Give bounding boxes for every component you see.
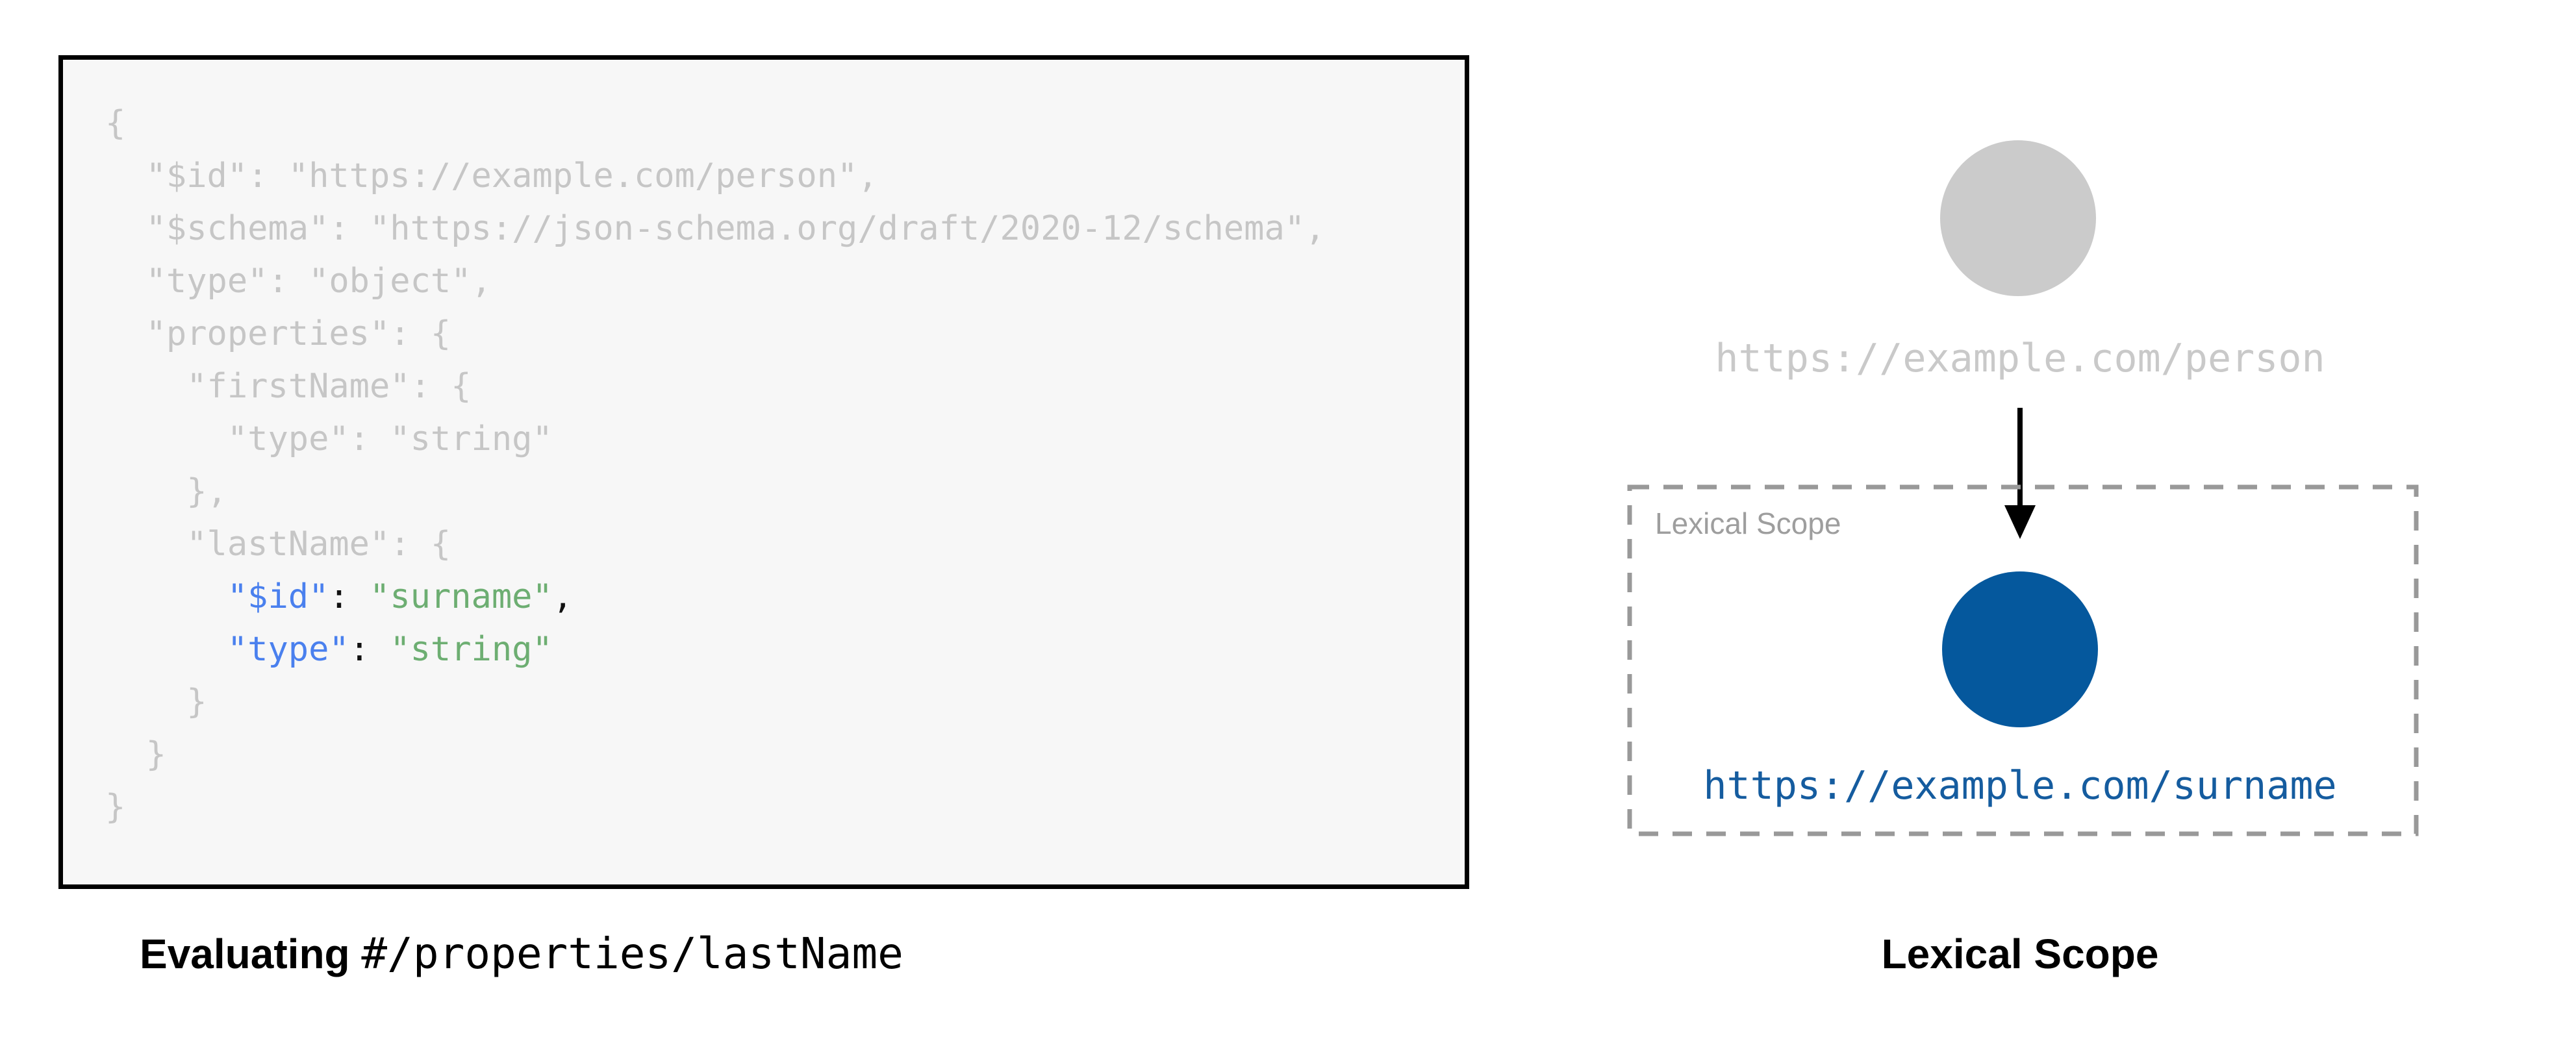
code-segment-muted bbox=[105, 630, 227, 669]
code-segment-punct: : bbox=[329, 577, 349, 616]
code-segment-muted bbox=[370, 630, 390, 669]
code-line: "type": "object", bbox=[105, 255, 1465, 308]
code-line: } bbox=[105, 676, 1465, 729]
code-segment-muted: "type": "object", bbox=[105, 262, 492, 301]
code-line: }, bbox=[105, 466, 1465, 518]
code-segment-muted: } bbox=[105, 682, 207, 721]
evaluating-caption: Evaluating #/properties/lastName bbox=[140, 925, 903, 983]
code-segment-muted bbox=[105, 577, 227, 616]
code-line: "$schema": "https://json-schema.org/draf… bbox=[105, 203, 1465, 255]
code-segment-muted bbox=[349, 577, 370, 616]
parent-schema-node bbox=[1940, 140, 2096, 296]
arrow-head bbox=[2004, 505, 2036, 539]
code-segment-key: "type" bbox=[227, 630, 349, 669]
code-segment-muted: } bbox=[105, 735, 166, 774]
code-line: } bbox=[105, 781, 1465, 834]
lexical-scope-box bbox=[1627, 484, 2419, 836]
code-line: "$id": "https://example.com/person", bbox=[105, 150, 1465, 203]
code-line: "lastName": { bbox=[105, 518, 1465, 571]
code-segment-str: "string" bbox=[390, 630, 553, 669]
code-segment-str: "surname" bbox=[370, 577, 553, 616]
evaluating-label: Evaluating bbox=[140, 931, 362, 977]
code-segment-muted: } bbox=[105, 788, 126, 827]
lexical-scope-box-label: Lexical Scope bbox=[1655, 507, 1841, 540]
code-line: "type": "string" bbox=[105, 623, 1465, 676]
code-line: "firstName": { bbox=[105, 360, 1465, 413]
code-segment-muted: "type": "string" bbox=[105, 419, 553, 458]
lexical-scope-dashed-border bbox=[1627, 484, 2419, 836]
json-pointer-path: #/properties/lastName bbox=[361, 929, 903, 979]
parent-schema-uri-label: https://example.com/person bbox=[1715, 336, 2325, 381]
code-line: "$id": "surname", bbox=[105, 571, 1465, 623]
code-segment-muted: "firstName": { bbox=[105, 367, 472, 406]
code-segment-muted: "$schema": "https://json-schema.org/draf… bbox=[105, 209, 1326, 248]
down-arrow-icon bbox=[2004, 408, 2036, 539]
code-segment-muted: { bbox=[105, 104, 126, 143]
code-segment-muted: "lastName": { bbox=[105, 525, 451, 564]
code-line: } bbox=[105, 729, 1465, 781]
child-schema-uri-label: https://example.com/surname bbox=[1703, 763, 2337, 808]
code-segment-punct: : bbox=[349, 630, 370, 669]
lexical-scope-caption: Lexical Scope bbox=[1881, 931, 2159, 977]
code-segment-muted: "properties": { bbox=[105, 314, 451, 353]
code-line: "type": "string" bbox=[105, 413, 1465, 466]
code-segment-muted: }, bbox=[105, 472, 227, 511]
code-segment-key: "$id" bbox=[227, 577, 329, 616]
arrow-shaft bbox=[2017, 408, 2023, 509]
child-schema-node bbox=[1942, 571, 2098, 727]
code-segment-punct: , bbox=[552, 577, 574, 616]
json-schema-code-block: { "$id": "https://example.com/person", "… bbox=[58, 55, 1469, 889]
code-segment-muted: "$id": "https://example.com/person", bbox=[105, 156, 878, 195]
code-line: "properties": { bbox=[105, 308, 1465, 360]
json-schema-code: { "$id": "https://example.com/person", "… bbox=[63, 60, 1465, 834]
code-line: { bbox=[105, 97, 1465, 150]
